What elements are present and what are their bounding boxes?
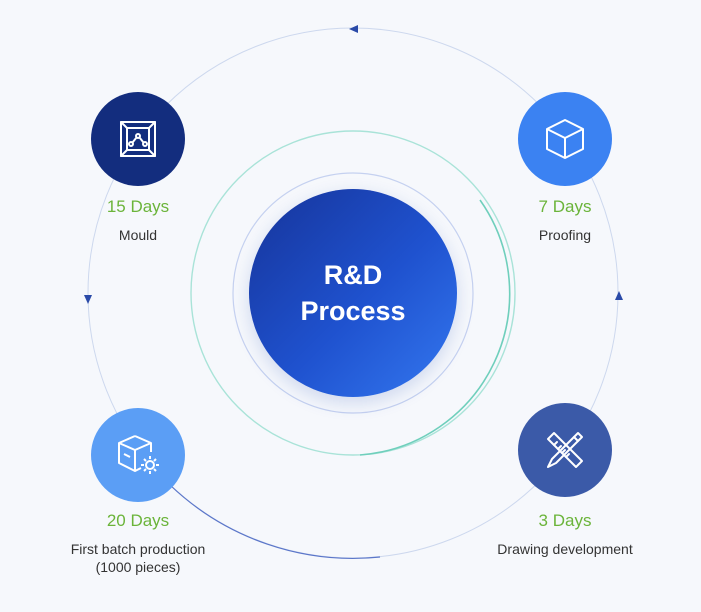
cube-icon (546, 119, 584, 159)
center-title-line1: R&D (323, 260, 383, 290)
mould-frame-icon (120, 121, 156, 157)
center-title-line2: Process (300, 296, 406, 326)
inner-ring (232, 172, 474, 414)
ruler-pencil-icon (547, 432, 583, 468)
step-first-batch-sublabel: (1000 pieces) (95, 559, 181, 575)
step-drawing-days: 3 Days (538, 511, 592, 530)
step-proofing-label: Proofing (538, 227, 592, 243)
step-drawing-circle (518, 403, 612, 497)
step-mould-days: 15 Days (106, 197, 170, 216)
arrow-left (84, 295, 92, 304)
green-ring-accent (359, 199, 511, 456)
step-mould-circle (91, 92, 185, 186)
box-gear-icon (118, 435, 159, 474)
step-first-batch-label: First batch production (70, 541, 206, 557)
arrow-right (615, 291, 623, 300)
center-title-circle: R&D Process (249, 189, 457, 397)
step-mould-label: Mould (118, 227, 158, 243)
outer-ring-accent-segment (169, 484, 381, 559)
step-first-batch-days: 20 Days (106, 511, 170, 530)
step-proofing-circle (518, 92, 612, 186)
step-proofing-days: 7 Days (538, 197, 592, 216)
arrow-top (349, 25, 358, 33)
green-ring (190, 130, 516, 456)
step-first-batch-circle (91, 408, 185, 502)
step-drawing-label: Drawing development (497, 541, 633, 557)
